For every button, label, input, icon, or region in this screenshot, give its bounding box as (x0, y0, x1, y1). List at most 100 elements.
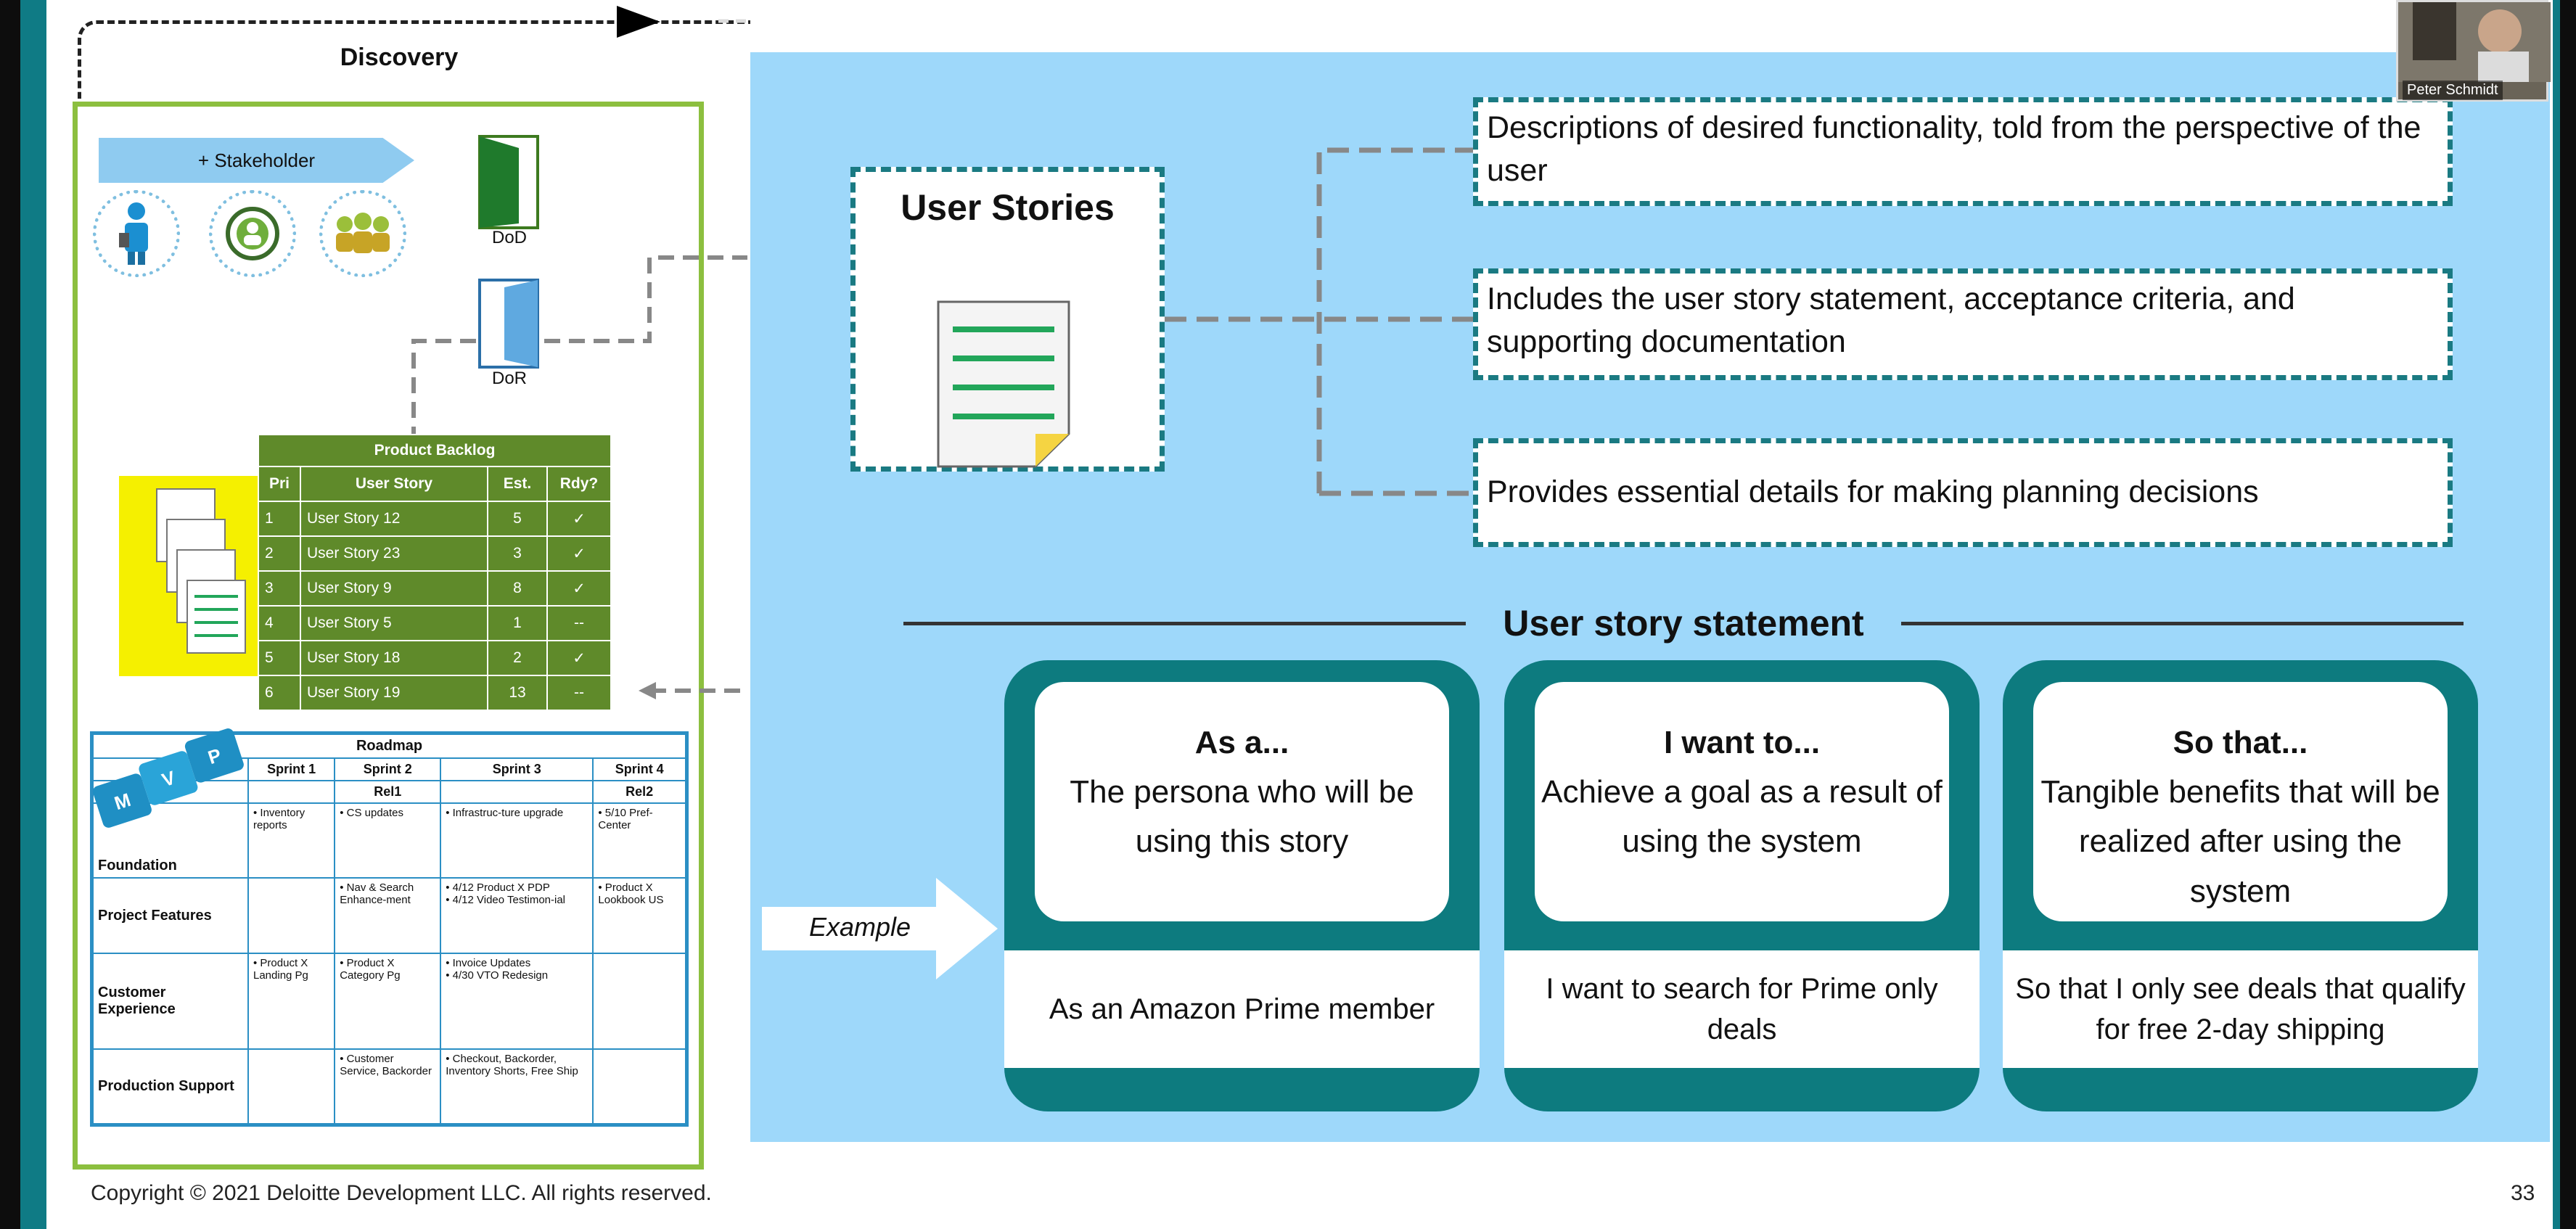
backlog-cell: ✓ (546, 535, 612, 572)
person-icon (93, 190, 180, 277)
backlog-cell: User Story 23 (300, 535, 488, 572)
roadmap-cell: • Nav & Search Enhance-ment (334, 877, 442, 954)
backlog-cell: User Story 19 (300, 675, 488, 711)
example-arrow-icon (762, 878, 998, 979)
backlog-cell: 3 (258, 570, 301, 607)
description-box: Provides essential details for making pl… (1473, 438, 2453, 547)
copyright-text: Copyright © 2021 Deloitte Development LL… (91, 1181, 712, 1205)
process-arrow-icon (617, 6, 660, 38)
roadmap-cell: • CS updates (334, 802, 442, 879)
description-box: Includes the user story statement, accep… (1473, 268, 2453, 380)
left-accent-bar (20, 0, 46, 1229)
heading-rule-left (903, 622, 1466, 625)
dod-label: DoD (491, 228, 527, 247)
backlog-col-pri: Pri (258, 466, 301, 502)
participant-name: Peter Schmidt (2403, 81, 2503, 100)
as-a-card: As a... The persona who will be using th… (1004, 660, 1480, 1111)
user-stories-title: User Stories (901, 187, 1115, 228)
backlog-cell: ✓ (546, 570, 612, 607)
dor-label: DoR (491, 369, 527, 388)
backlog-cell: User Story 12 (300, 501, 488, 537)
roadmap-sprint-header: Sprint 1 (247, 757, 336, 781)
roadmap-cell (592, 1048, 686, 1125)
roadmap-cell: • Inventory reports (247, 802, 336, 879)
backlog-cell: 3 (487, 535, 548, 572)
statement-heading: User story statement (1503, 603, 1864, 644)
right-edge-bar (2560, 0, 2576, 1229)
right-accent-bar (2553, 0, 2560, 1229)
page-number: 33 (2511, 1181, 2535, 1205)
card-example: I want to search for Prime only deals (1504, 950, 1980, 1068)
product-backlog-table: Product Backlog Pri User Story Est. Rdy?… (258, 434, 612, 711)
backlog-cell: 6 (258, 675, 301, 711)
backlog-cell: 8 (487, 570, 548, 607)
backlog-cell: User Story 9 (300, 570, 488, 607)
video-tile[interactable]: Peter Schmidt (2396, 0, 2551, 102)
backlog-documents-stack (119, 476, 264, 676)
mvp-puzzle-icon: M V P (92, 728, 244, 828)
so-that-card: So that... Tangible benefits that will b… (2003, 660, 2478, 1111)
roadmap-sprint-header: Sprint 4 (592, 757, 686, 781)
backlog-cell: 2 (258, 535, 301, 572)
heading-rule-right (1901, 622, 2464, 625)
description-connectors (1165, 147, 1473, 496)
roadmap-row-label: Customer Experience (92, 952, 249, 1050)
backlog-cell: ✓ (546, 640, 612, 676)
card-definition: So that... Tangible benefits that will b… (2033, 682, 2448, 921)
target-person-icon (209, 190, 296, 277)
stakeholder-banner: + Stakeholder (99, 138, 414, 183)
card-example: As an Amazon Prime member (1004, 950, 1480, 1068)
roadmap-cell: • Checkout, Backorder, Inventory Shorts,… (440, 1048, 594, 1125)
discovery-label: Discovery (340, 44, 459, 71)
backlog-cell: User Story 5 (300, 605, 488, 641)
backlog-cell: 5 (487, 501, 548, 537)
card-definition: As a... The persona who will be using th… (1035, 682, 1449, 921)
backlog-cell: 1 (487, 605, 548, 641)
example-label: Example (809, 912, 911, 942)
backlog-col-story: User Story (300, 466, 488, 502)
description-box: Descriptions of desired functionality, t… (1473, 97, 2453, 206)
card-body: Tangible benefits that will be realized … (2040, 774, 2440, 909)
roadmap-cell (592, 952, 686, 1050)
team-icon (319, 190, 406, 277)
card-heading: I want to... (1663, 725, 1821, 760)
card-heading: As a... (1194, 725, 1289, 760)
card-body: Achieve a goal as a result of using the … (1541, 774, 1943, 860)
roadmap-row-label: Production Support (92, 1048, 249, 1125)
backlog-cell: 2 (487, 640, 548, 676)
backlog-title: Product Backlog (258, 434, 612, 467)
roadmap-release-cell (440, 780, 594, 804)
backlog-col-est: Est. (487, 466, 548, 502)
blue-panel-top-area (750, 0, 2550, 52)
roadmap-cell: • Invoice Updates • 4/30 VTO Redesign (440, 952, 594, 1050)
card-definition: I want to... Achieve a goal as a result … (1535, 682, 1949, 921)
roadmap-cell: • 4/12 Product X PDP • 4/12 Video Testim… (440, 877, 594, 954)
backlog-cell: User Story 18 (300, 640, 488, 676)
roadmap-row-label: Project Features (92, 877, 249, 954)
backlog-flow-connectors (411, 255, 747, 699)
roadmap-cell: • Product X Landing Pg (247, 952, 336, 1050)
user-stories-box: User Stories (850, 167, 1165, 472)
roadmap-cell: • 5/10 Pref-Center (592, 802, 686, 879)
left-edge-bar (0, 0, 20, 1229)
document-icon (937, 300, 1070, 468)
dod-door-icon (478, 135, 539, 229)
backlog-cell: -- (546, 605, 612, 641)
card-example: So that I only see deals that qualify fo… (2003, 950, 2478, 1068)
backlog-cell: 1 (258, 501, 301, 537)
roadmap-release-cell (247, 780, 336, 804)
roadmap-cell (247, 877, 336, 954)
backlog-cell: 5 (258, 640, 301, 676)
backlog-cell: 4 (258, 605, 301, 641)
backlog-col-ready: Rdy? (546, 466, 612, 502)
backlog-cell: -- (546, 675, 612, 711)
card-body: The persona who will be using this story (1070, 774, 1414, 860)
backlog-cell: 13 (487, 675, 548, 711)
roadmap-release-cell: Rel2 (592, 780, 686, 804)
roadmap-cell (247, 1048, 336, 1125)
